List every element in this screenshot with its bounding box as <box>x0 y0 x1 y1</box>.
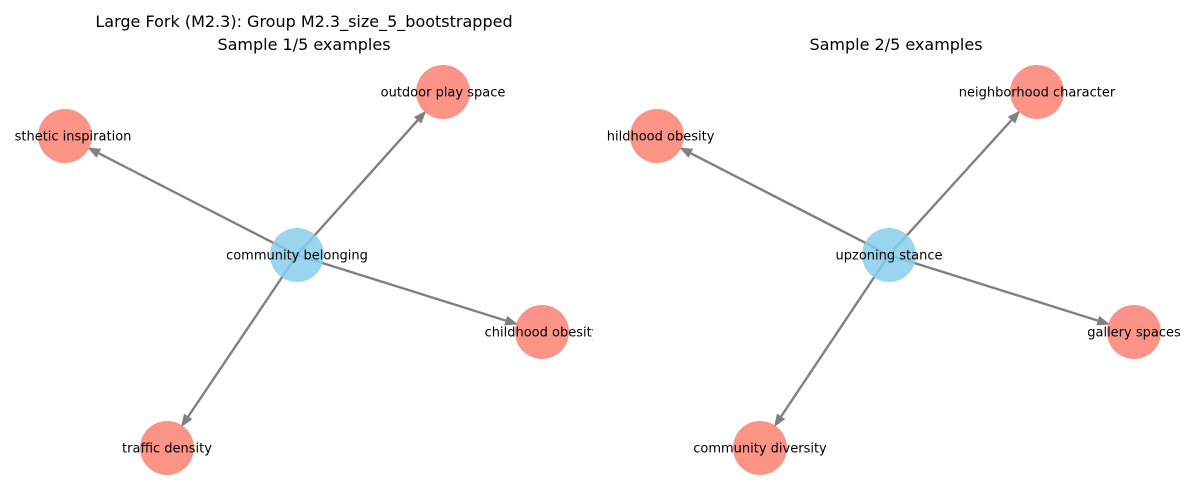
edge-2 <box>296 119 419 256</box>
leaf-node-circle <box>733 421 787 475</box>
edge-arrowhead-2 <box>1007 110 1021 124</box>
edge-2 <box>888 119 1013 256</box>
leaf-node-circle <box>630 109 684 163</box>
edge-arrowhead-1 <box>87 147 102 158</box>
center-node: community belonging <box>226 228 368 282</box>
leaf-node-label: traffic density <box>122 442 212 457</box>
edge-1 <box>98 152 298 257</box>
edge-3 <box>296 253 507 322</box>
panel-1-graph: aesthetic inspiration outdoor play space c… <box>0 65 600 475</box>
leaf-node-label: neighborhood character <box>959 86 1116 101</box>
leaf-node-circle <box>515 305 569 359</box>
leaf-node-3: childhood obesity <box>485 305 600 359</box>
leaf-node-circle <box>140 421 194 475</box>
panel-2-graph: childhood obesity neighborhood character g… <box>600 65 1181 475</box>
center-node-circle <box>862 228 916 282</box>
panel-1: Large Fork (M2.3): Group M2.3_size_5_boo… <box>0 12 600 475</box>
leaf-node-2: outdoor play space <box>381 65 506 119</box>
leaf-node-4: community diversity <box>693 421 827 475</box>
leaf-node-label: community diversity <box>693 442 827 457</box>
panel-1-title-line1: Large Fork (M2.3): Group M2.3_size_5_boo… <box>95 12 512 32</box>
center-node-circle <box>270 228 324 282</box>
edge-arrowhead-4 <box>773 413 786 428</box>
edge-4 <box>780 254 890 418</box>
leaf-node-label: gallery spaces <box>1087 326 1181 341</box>
panel-1-title-line2: Sample 1/5 examples <box>217 35 390 54</box>
leaf-node-2: neighborhood character <box>959 65 1116 119</box>
center-node-label: community belonging <box>226 249 368 264</box>
edge-arrowhead-3 <box>504 315 519 326</box>
panel-2-title-line2: Sample 2/5 examples <box>809 35 982 54</box>
leaf-node-3: gallery spaces <box>1087 305 1181 359</box>
leaf-node-1: aesthetic inspiration <box>0 109 131 163</box>
leaf-node-4: traffic density <box>122 421 212 475</box>
edge-arrowhead-2 <box>413 110 427 124</box>
edge-3 <box>888 253 1099 322</box>
leaf-node-circle <box>416 65 470 119</box>
edge-4 <box>187 254 298 418</box>
leaf-node-label: childhood obesity <box>485 326 600 341</box>
edge-arrowhead-4 <box>180 413 193 428</box>
edge-1 <box>690 152 890 257</box>
leaf-node-label: outdoor play space <box>381 86 506 101</box>
center-node-label: upzoning stance <box>836 249 943 264</box>
panel-2: Sample 2/5 examples childhood obesity nei… <box>600 35 1181 475</box>
leaf-node-label: aesthetic inspiration <box>0 130 131 145</box>
center-node: upzoning stance <box>836 228 943 282</box>
edge-arrowhead-3 <box>1096 315 1111 326</box>
leaf-node-circle <box>1107 305 1161 359</box>
edge-arrowhead-1 <box>679 147 694 158</box>
leaf-node-label: childhood obesity <box>600 130 715 145</box>
leaf-node-1: childhood obesity <box>600 109 715 163</box>
leaf-node-circle <box>38 109 92 163</box>
leaf-node-circle <box>1010 65 1064 119</box>
